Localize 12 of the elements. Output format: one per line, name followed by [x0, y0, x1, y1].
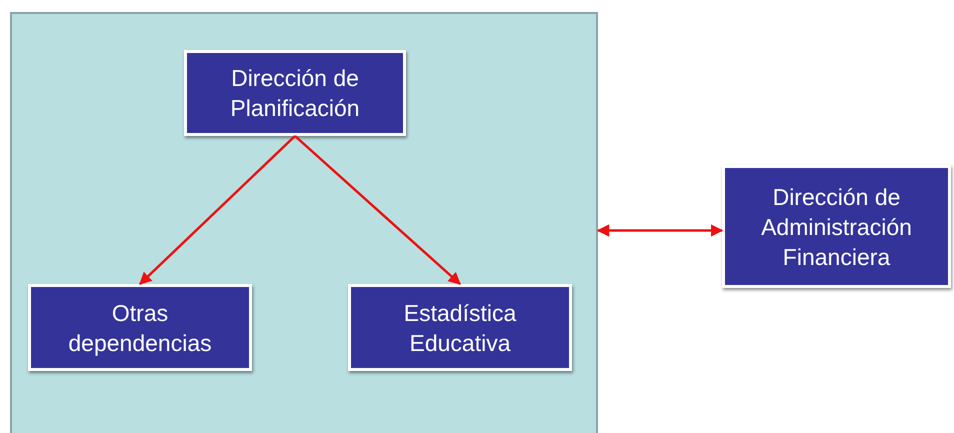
- arrow: [596, 224, 724, 237]
- unit-name: Dirección de Planificación: [229, 64, 361, 123]
- unit-name: Estadística Educativa: [402, 298, 518, 358]
- org-unit-box: [28, 284, 252, 371]
- arrow: [139, 135, 296, 285]
- org-unit-box: [184, 50, 406, 136]
- arrow: [294, 135, 461, 285]
- org-unit-box: [348, 284, 572, 371]
- unit-name: Dirección de Administración Financiera: [760, 182, 913, 272]
- org-unit-box: [722, 165, 951, 288]
- panel-background: [10, 12, 598, 433]
- unit-name: Otras dependencias: [67, 298, 213, 358]
